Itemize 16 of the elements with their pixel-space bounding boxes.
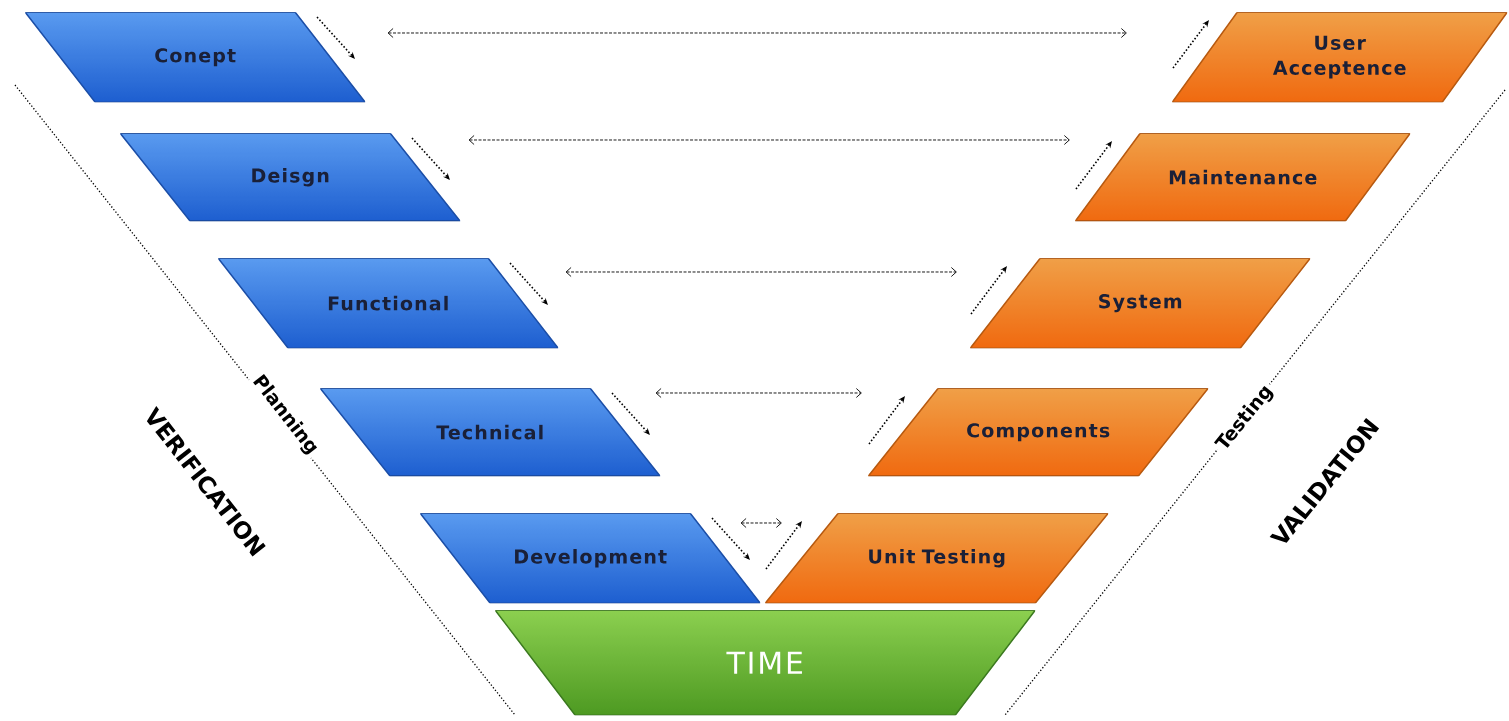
parallelogram-box: Unit Testing bbox=[765, 513, 1109, 604]
double-arrow bbox=[565, 267, 957, 277]
parallelogram-box: Technical bbox=[320, 388, 661, 477]
parallelogram-box: Functional bbox=[218, 258, 559, 349]
double-arrow bbox=[387, 28, 1127, 38]
double-arrow bbox=[468, 135, 1070, 145]
parallelogram-box: Maintenance bbox=[1075, 133, 1411, 222]
parallelogram-box: Components bbox=[868, 388, 1209, 477]
parallelogram-box: System bbox=[970, 258, 1311, 349]
double-arrow bbox=[655, 388, 862, 398]
parallelogram-box: Deisgn bbox=[120, 133, 461, 222]
parallelogram-box: User Acceptence bbox=[1172, 12, 1508, 103]
parallelogram-box: Development bbox=[420, 513, 761, 604]
parallelogram-box: Conept bbox=[25, 12, 366, 103]
double-arrow bbox=[740, 518, 782, 528]
trapezoid-box: TIME bbox=[495, 610, 1036, 716]
